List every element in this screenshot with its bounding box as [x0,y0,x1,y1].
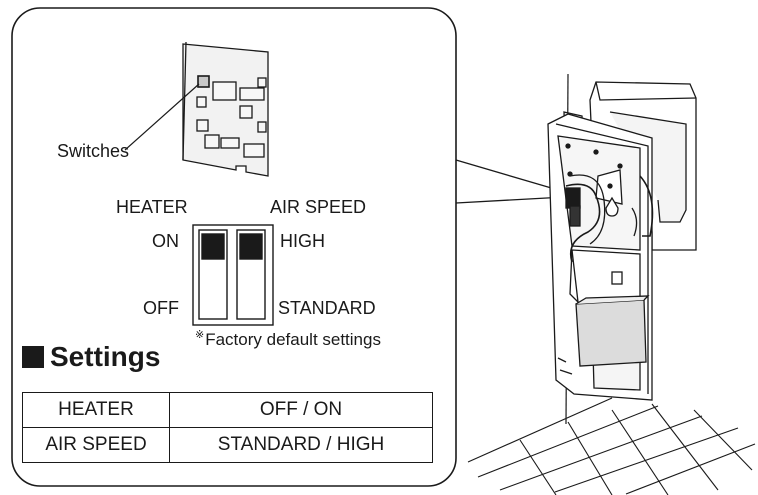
hand-dryer-unit [547,81,697,401]
switches-leader [124,83,200,151]
dip-switch-block [192,224,274,326]
switch-component [197,75,210,88]
settings-title-text: Settings [50,341,161,372]
callout-leader-bottom [455,196,566,204]
air-speed-label: AIR SPEED [270,197,367,217]
on-label: ON [152,231,179,251]
switches-label: Switches [57,141,130,161]
off-label: OFF [143,298,179,318]
heater-switch-knob [201,233,225,260]
note-mark: ※ [195,329,205,341]
setting-name-cell: AIR SPEED [22,427,170,463]
standard-label: STANDARD [278,298,376,318]
setting-values-cell: STANDARD / HIGH [169,427,433,463]
table-row: AIR SPEED STANDARD / HIGH [22,427,433,463]
callout-leader-top [455,159,566,193]
heater-label: HEATER [116,197,188,217]
floor-tiles [467,397,756,495]
high-label: HIGH [280,231,325,251]
circuit-board [182,41,269,177]
note-text: Factory default settings [205,330,381,349]
setting-values-cell: OFF / ON [169,392,433,428]
settings-table: HEATER OFF / ON AIR SPEED STANDARD / HIG… [22,392,433,463]
table-row: HEATER OFF / ON [22,392,433,428]
heading-square-icon [22,346,44,368]
air-speed-switch-knob [239,233,263,260]
factory-default-note: ※Factory default settings [195,329,381,349]
settings-heading: Settings [22,343,160,371]
setting-name-cell: HEATER [22,392,170,428]
